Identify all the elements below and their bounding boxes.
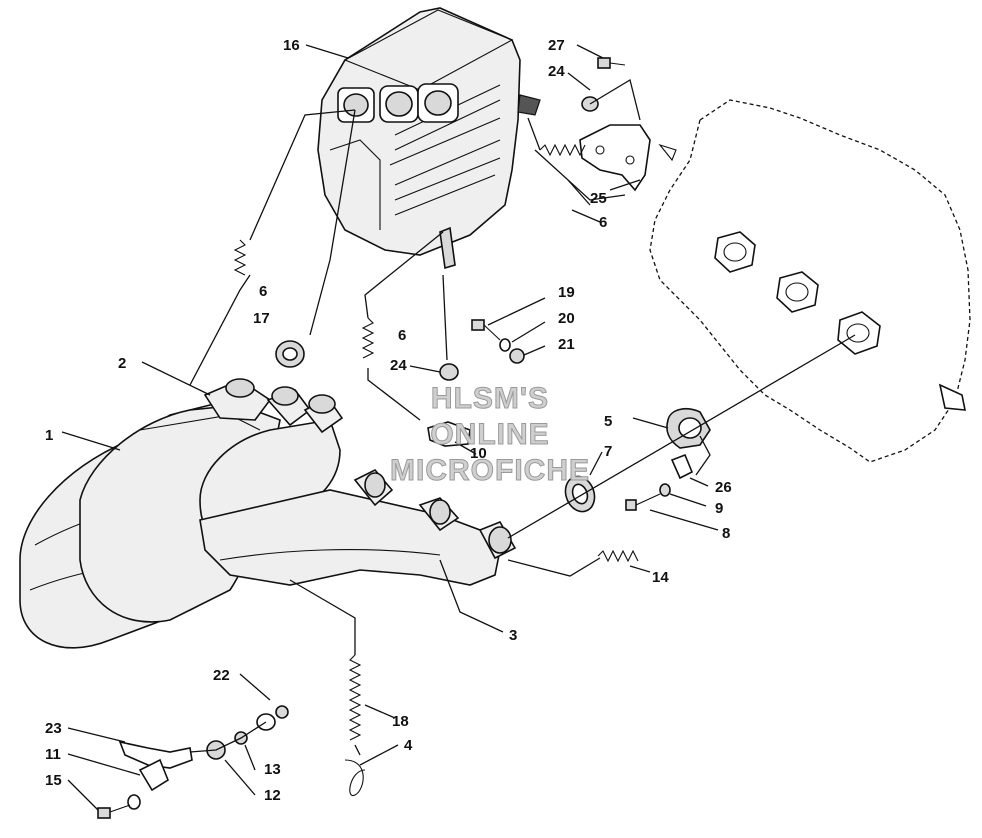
callout-10: 10 [470,445,487,462]
washer-15 [127,794,141,810]
callout-5: 5 [604,413,612,430]
callout-23: 23 [45,720,62,737]
muffler-mount-bracket [579,124,677,192]
engine-exhaust-port-3 [837,311,881,355]
bracket-10 [427,421,471,447]
engine-stud [938,383,966,411]
header-pipes [203,378,344,434]
bolt-15 [97,804,131,819]
muffler-inlet-3 [417,83,459,123]
callout-26: 26 [715,479,732,496]
callout-6-top: 6 [599,214,607,231]
leader-lines [61,44,856,811]
callout-20: 20 [558,310,575,327]
callout-13: 13 [264,761,281,778]
watermark: HLSM'S ONLINE MICROFICHE [390,382,590,488]
spring-6-left [233,239,247,276]
callout-27: 27 [548,37,565,54]
rubber-grommet-center [439,363,459,381]
washer-9 [659,483,671,497]
callout-11: 11 [45,746,61,763]
callout-9: 9 [715,500,723,517]
callout-17: 17 [253,310,270,327]
callout-22: 22 [213,667,230,684]
callout-6-center: 6 [398,327,406,344]
callout-3: 3 [509,627,517,644]
callout-15: 15 [45,772,62,789]
callout-4: 4 [404,737,413,754]
callout-8: 8 [722,525,730,542]
expansion-chamber [19,403,501,649]
callout-24-top: 24 [548,63,565,80]
engine-block [649,99,971,463]
callout-7: 7 [604,443,612,460]
muffler-inlet-1 [337,87,375,123]
watermark-line-2: ONLINE [430,418,549,451]
callout-16: 16 [283,37,300,54]
bolt-19 [471,319,501,341]
spring-wire-4 [344,759,366,796]
hanger-bracket-23 [118,740,193,769]
mount-bracket-11 [138,758,169,792]
callout-labels: 16 27 24 25 6 6 17 6 19 20 21 24 2 1 10 … [45,37,732,804]
engine-exhaust-port-2 [776,271,819,313]
spring-18 [348,654,362,741]
pipe-outlet-flanges [353,469,517,560]
watermark-line-1: HLSM'S [431,382,549,415]
spring-6-top [539,143,586,157]
callout-25: 25 [590,190,607,207]
nut-21 [509,348,525,364]
muffler-inlet-2 [379,85,419,123]
washer-20 [499,338,511,352]
callout-14: 14 [652,569,669,586]
callout-6-left: 6 [259,283,267,300]
spring-14 [597,549,639,563]
callout-21: 21 [558,336,575,353]
watermark-line-3: MICROFICHE [390,454,590,487]
muffler-silencer [317,7,541,270]
engine-exhaust-port-1 [714,231,756,273]
callout-24-center: 24 [390,357,407,374]
bolt-27 [597,57,626,69]
gasket-7 [564,475,596,513]
bolt-8 [625,493,661,511]
callout-12: 12 [264,787,281,804]
nut-22 [275,705,289,719]
callout-18: 18 [392,713,409,730]
spring-6-center [361,317,375,359]
callout-1: 1 [45,427,53,444]
callout-2: 2 [118,355,126,372]
clip-26 [670,453,694,480]
callout-19: 19 [558,284,575,301]
gasket-17 [275,340,305,368]
